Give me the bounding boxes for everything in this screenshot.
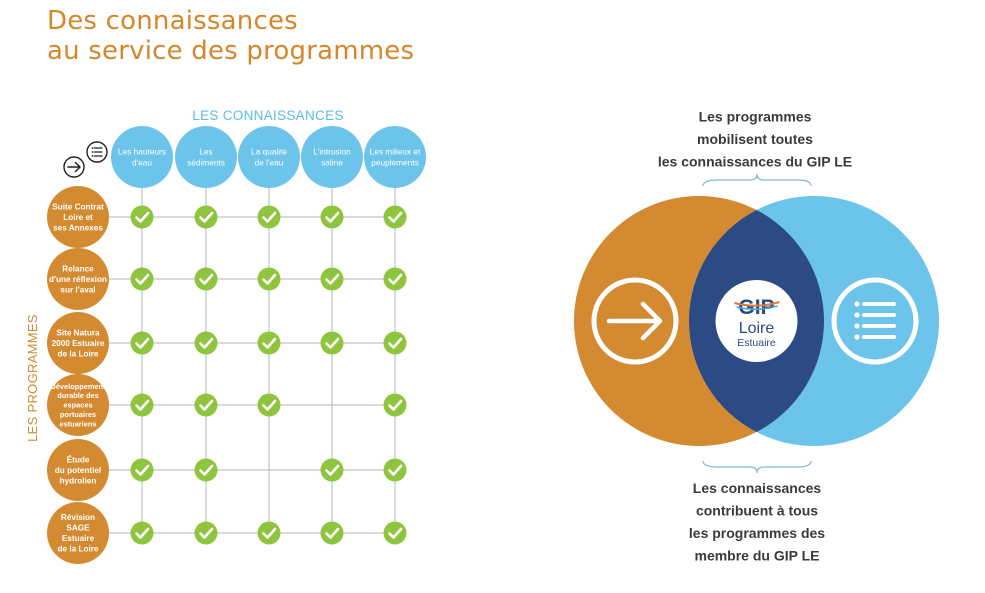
check-icon — [383, 331, 407, 355]
check-icon — [194, 458, 218, 482]
check-icon — [194, 393, 218, 417]
check-icon — [130, 458, 154, 482]
check-icon — [383, 267, 407, 291]
program-circle — [47, 374, 109, 436]
knowledge-circle — [238, 126, 300, 188]
check-icon — [383, 205, 407, 229]
check-icon — [320, 458, 344, 482]
check-icon — [320, 205, 344, 229]
check-icon — [320, 521, 344, 545]
check-icon — [320, 331, 344, 355]
check-icon — [383, 458, 407, 482]
check-icon — [257, 205, 281, 229]
title-line-1: Des connaissances — [47, 6, 298, 36]
logo-swoosh — [734, 301, 780, 307]
knowledge-circle — [301, 126, 363, 188]
check-icon — [130, 267, 154, 291]
check-icon — [130, 521, 154, 545]
check-icon — [194, 331, 218, 355]
logo-swoosh — [736, 305, 778, 311]
check-icon — [257, 521, 281, 545]
logo-disc — [715, 280, 798, 362]
check-icon — [320, 267, 344, 291]
knowledge-circle — [364, 126, 426, 188]
program-circle — [47, 186, 109, 248]
check-icon — [130, 205, 154, 229]
check-icon — [194, 205, 218, 229]
check-icon — [383, 393, 407, 417]
page-title: Des connaissances au service des program… — [47, 6, 414, 66]
bottom-brace — [702, 460, 812, 474]
list-icon — [86, 141, 108, 163]
check-icon — [194, 521, 218, 545]
logo-text-estuaire: Estuaire — [737, 337, 776, 349]
knowledge-circle — [111, 126, 173, 188]
program-circle — [47, 248, 109, 310]
check-icon — [257, 331, 281, 355]
knowledge-circle — [175, 126, 237, 188]
check-icon — [257, 393, 281, 417]
check-icon — [383, 521, 407, 545]
top-brace — [702, 173, 812, 187]
arrow-right-icon — [591, 277, 679, 365]
columns-heading: LES CONNAISSANCES — [192, 108, 343, 123]
matrix-grid — [105, 182, 400, 540]
check-icon — [257, 267, 281, 291]
title-line-2: au service des programmes — [47, 36, 415, 66]
logo-text-loire: Loire — [739, 320, 775, 337]
list-icon — [831, 277, 919, 365]
program-circle — [47, 502, 109, 564]
check-icon — [194, 267, 218, 291]
arrow-right-icon — [63, 156, 85, 178]
rows-heading: LES PROGRAMMES — [25, 314, 40, 442]
matrix-corner-icons — [63, 141, 108, 178]
check-icon — [130, 331, 154, 355]
logo-text-gip: GIP — [738, 296, 774, 319]
program-circle — [47, 439, 109, 501]
check-icon — [130, 393, 154, 417]
program-circle — [47, 312, 109, 374]
